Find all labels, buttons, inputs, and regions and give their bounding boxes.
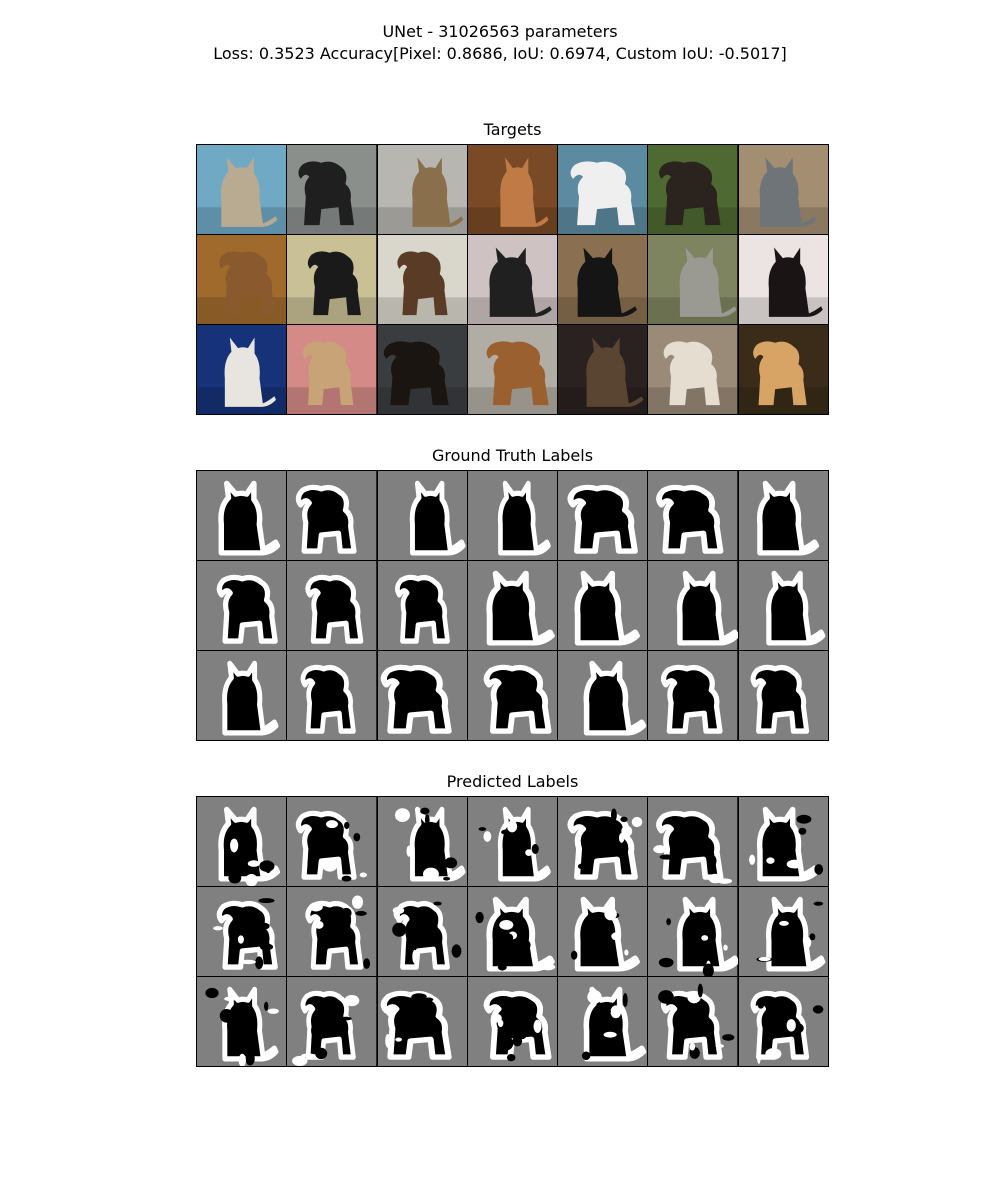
targets-tile xyxy=(197,145,287,234)
ground-truth-tile xyxy=(197,561,287,650)
ground-truth-tile xyxy=(648,651,738,740)
predicted-tile xyxy=(377,977,467,1066)
targets-title: Targets xyxy=(483,120,542,139)
figure-title-line-1: UNet - 31026563 parameters xyxy=(382,22,618,41)
predicted-tile xyxy=(197,797,287,886)
targets-tile xyxy=(377,145,467,234)
ground-truth-tile xyxy=(377,471,467,560)
ground-truth-tile xyxy=(558,651,648,740)
targets-tile xyxy=(197,325,287,414)
predicted-tile xyxy=(467,797,558,886)
predicted-tile xyxy=(467,977,558,1066)
targets-tile xyxy=(467,325,558,414)
predicted-tile xyxy=(738,977,828,1066)
predicted-tile xyxy=(648,977,738,1066)
ground-truth-tile xyxy=(197,471,287,560)
targets-tile xyxy=(738,325,828,414)
targets-tile xyxy=(467,235,558,324)
predicted-grid xyxy=(196,796,829,1067)
targets-tile xyxy=(197,235,287,324)
predicted-tile xyxy=(287,977,377,1066)
ground-truth-tile xyxy=(558,561,648,650)
targets-tile xyxy=(558,235,648,324)
ground-truth-tile xyxy=(738,561,828,650)
ground-truth-tile xyxy=(377,651,467,740)
ground-truth-title: Ground Truth Labels xyxy=(431,446,594,465)
predicted-tile xyxy=(648,797,738,886)
targets-tile xyxy=(738,145,828,234)
ground-truth-tile xyxy=(648,471,738,560)
predicted-tile xyxy=(467,887,558,976)
predicted-tile xyxy=(738,797,828,886)
ground-truth-tile xyxy=(738,651,828,740)
targets-tile xyxy=(648,325,738,414)
predicted-tile xyxy=(738,887,828,976)
targets-tile xyxy=(558,325,648,414)
predicted-tile xyxy=(558,797,648,886)
targets-tile xyxy=(648,145,738,234)
predicted-tile xyxy=(558,977,648,1066)
ground-truth-tile xyxy=(558,471,648,560)
targets-tile xyxy=(377,235,467,324)
targets-tile xyxy=(467,145,558,234)
ground-truth-grid xyxy=(196,470,829,741)
predicted-tile xyxy=(377,887,467,976)
ground-truth-tile xyxy=(287,471,377,560)
predicted-tile xyxy=(648,887,738,976)
targets-grid xyxy=(196,144,829,415)
figure-title-line-2: Loss: 0.3523 Accuracy[Pixel: 0.8686, IoU… xyxy=(213,44,787,63)
targets-tile xyxy=(648,235,738,324)
predicted-tile xyxy=(287,887,377,976)
ground-truth-tile xyxy=(648,561,738,650)
predicted-tile xyxy=(197,977,287,1066)
ground-truth-tile xyxy=(738,471,828,560)
ground-truth-tile xyxy=(377,561,467,650)
targets-tile xyxy=(558,145,648,234)
ground-truth-tile xyxy=(467,561,558,650)
targets-tile xyxy=(287,235,377,324)
ground-truth-tile xyxy=(197,651,287,740)
targets-tile xyxy=(377,325,467,414)
targets-tile xyxy=(738,235,828,324)
predicted-tile xyxy=(558,887,648,976)
targets-tile xyxy=(287,145,377,234)
ground-truth-tile xyxy=(287,651,377,740)
predicted-tile xyxy=(287,797,377,886)
predicted-tile xyxy=(197,887,287,976)
predicted-tile xyxy=(377,797,467,886)
ground-truth-tile xyxy=(467,471,558,560)
targets-tile xyxy=(287,325,377,414)
ground-truth-tile xyxy=(287,561,377,650)
ground-truth-tile xyxy=(467,651,558,740)
predicted-title: Predicted Labels xyxy=(446,772,579,791)
